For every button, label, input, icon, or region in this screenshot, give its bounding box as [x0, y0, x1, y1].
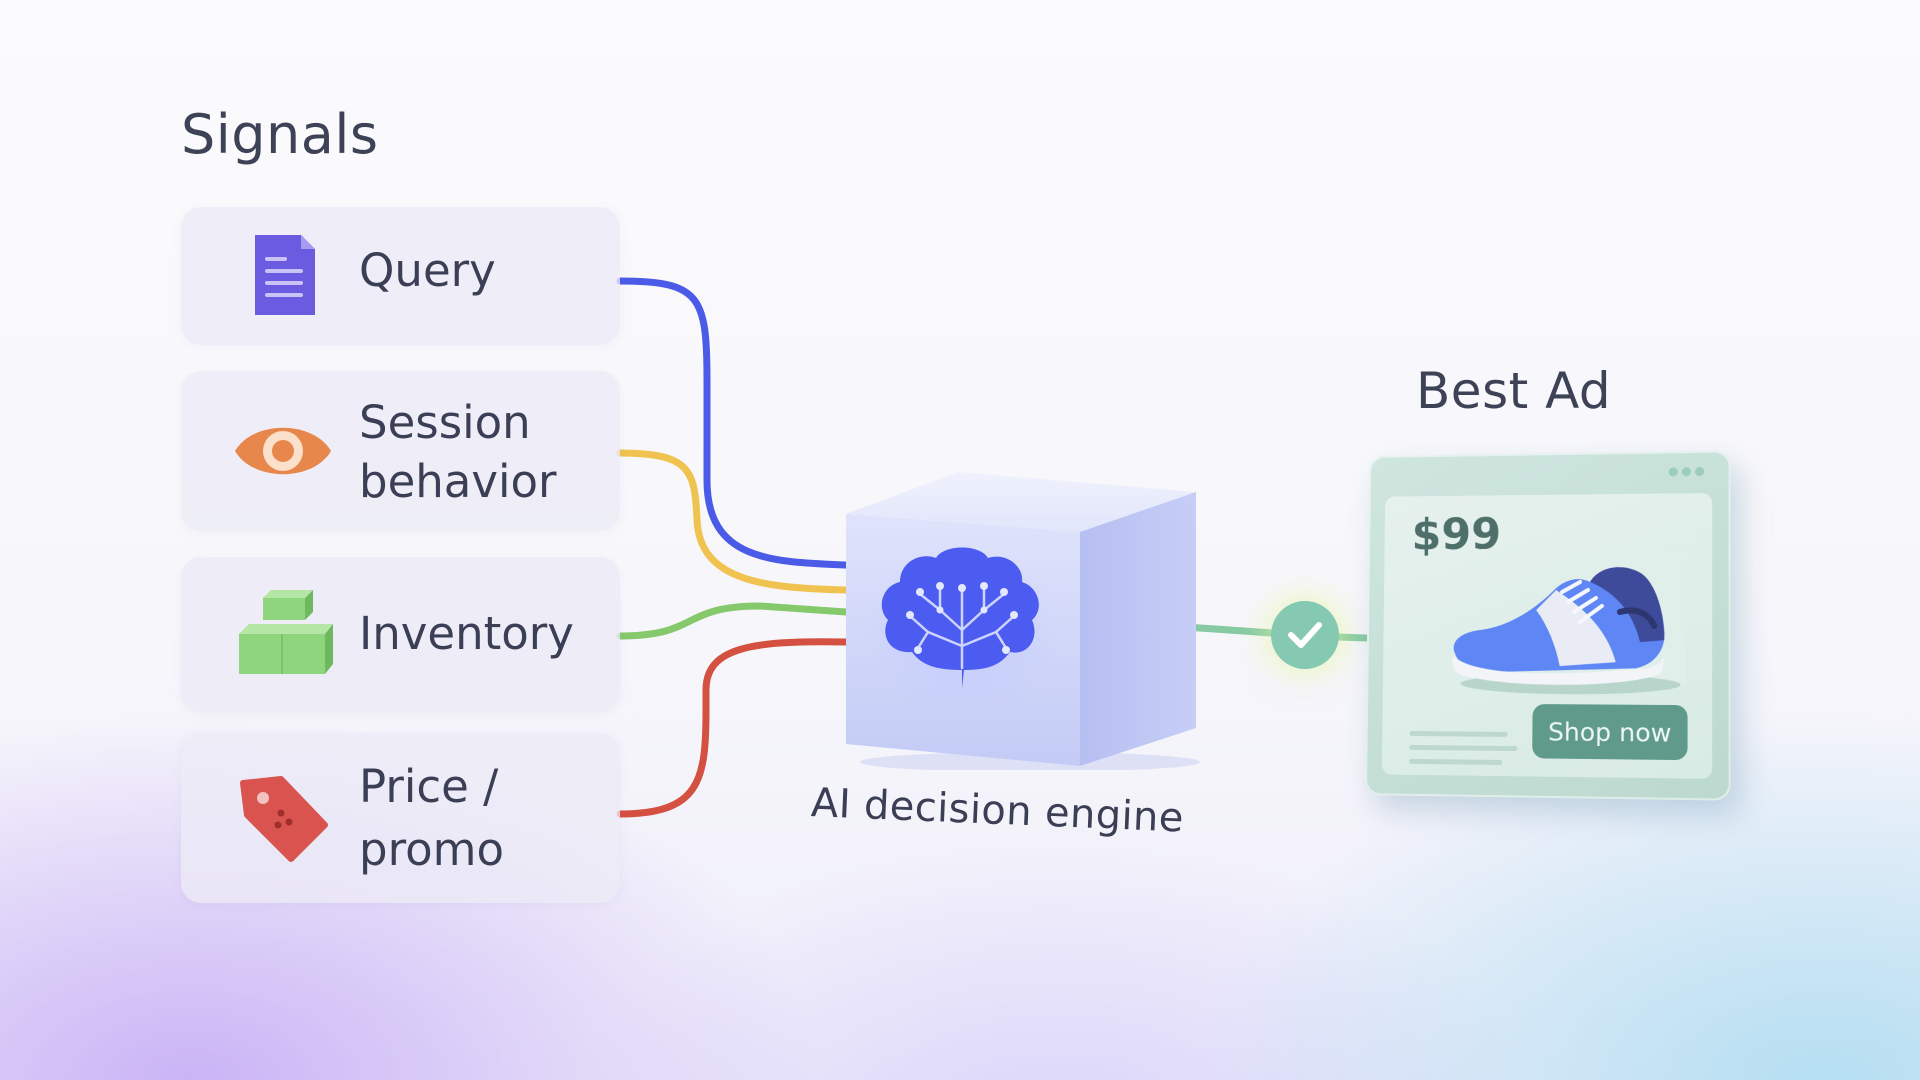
signal-card-inventory: Inventory: [181, 557, 620, 712]
wire-session: [620, 453, 846, 590]
wire-output-end: [1338, 637, 1366, 638]
eye-icon: [233, 406, 333, 496]
signal-card-query: Query: [181, 207, 620, 345]
shop-now-button[interactable]: Shop now: [1532, 704, 1687, 760]
sneaker-icon: [1441, 545, 1691, 697]
wire-inventory: [620, 606, 846, 636]
price-tag-icon: [233, 773, 333, 863]
ai-engine-cube: [840, 470, 1200, 770]
signal-label-session: Session behavior: [359, 393, 557, 511]
signal-card-price: Price / promo: [181, 733, 620, 903]
boxes-icon: [233, 590, 333, 680]
best-ad-title: Best Ad: [1416, 362, 1611, 420]
signal-card-session: Session behavior: [181, 371, 620, 531]
wire-query: [620, 281, 846, 565]
check-icon: [1271, 601, 1339, 669]
best-ad-card[interactable]: $99 Shop now: [1365, 451, 1731, 801]
signal-label-inventory: Inventory: [359, 604, 574, 663]
window-dots-icon: [1669, 467, 1704, 476]
document-icon: [233, 231, 333, 321]
signal-label-price: Price / promo: [359, 755, 504, 881]
signal-label-query: Query: [359, 241, 496, 300]
